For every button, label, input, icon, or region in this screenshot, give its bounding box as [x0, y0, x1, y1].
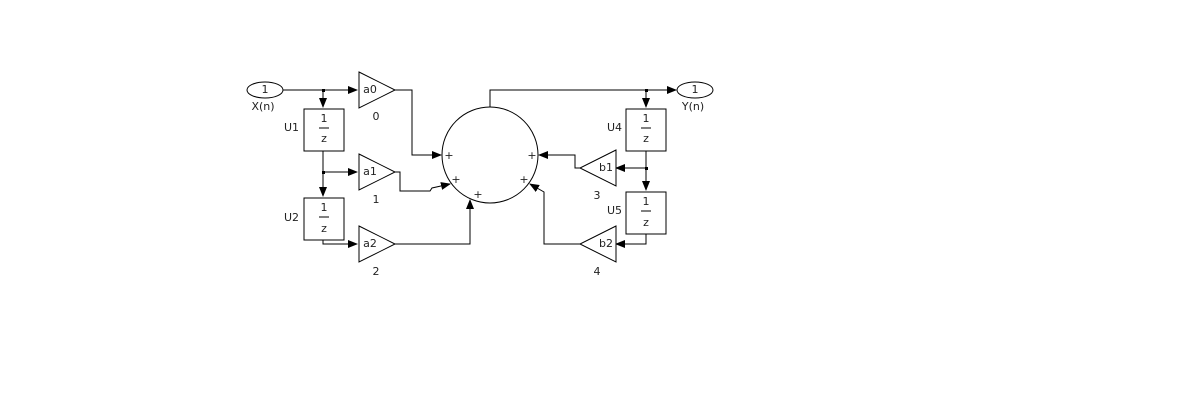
delay-label: U4 — [607, 121, 622, 134]
sum-sign: + — [444, 149, 453, 162]
delay-num: 1 — [643, 112, 650, 125]
delay-block-u2[interactable]: 1 z U2 — [284, 197, 345, 241]
gain-index: 0 — [373, 110, 380, 123]
wire-a1-to-sum — [395, 171, 451, 192]
inport-x[interactable]: 1 X(n) — [246, 81, 284, 113]
outport-label: Y(n) — [681, 100, 704, 113]
gain-index: 1 — [373, 193, 380, 206]
gain-label: a0 — [363, 83, 377, 96]
gain-block-a0[interactable]: a0 0 — [358, 71, 397, 123]
delay-num: 1 — [321, 112, 328, 125]
delay-num: 1 — [643, 195, 650, 208]
sum-sign: + — [451, 173, 460, 186]
gain-label: b2 — [599, 237, 613, 250]
delay-block-u5[interactable]: 1 z U5 — [607, 191, 667, 235]
gain-label: b1 — [599, 161, 613, 174]
gain-block-a1[interactable]: a1 1 — [358, 153, 397, 206]
wire-b2-to-sum — [529, 183, 580, 245]
wire-b1-to-sum — [538, 151, 580, 169]
gain-block-a2[interactable]: a2 2 — [358, 225, 397, 278]
inport-number: 1 — [262, 83, 269, 96]
signal-lines — [283, 86, 677, 248]
gain-index: 2 — [373, 265, 380, 278]
sum-block[interactable]: + + + + + — [441, 106, 539, 204]
delay-den: z — [321, 132, 327, 145]
outport-number: 1 — [692, 83, 699, 96]
delay-block-u1[interactable]: 1 z U1 — [284, 108, 345, 152]
gain-index: 4 — [594, 265, 601, 278]
outport-y[interactable]: 1 Y(n) — [676, 81, 714, 113]
inport-label: X(n) — [251, 100, 274, 113]
delay-block-u4[interactable]: 1 z U4 — [607, 108, 667, 152]
gain-block-b2[interactable]: b2 4 — [578, 225, 617, 278]
wire-a2-to-sum — [395, 199, 474, 245]
delay-label: U1 — [284, 121, 299, 134]
gain-block-b1[interactable]: b1 3 — [578, 149, 617, 202]
delay-den: z — [643, 216, 649, 229]
gain-label: a1 — [363, 165, 377, 178]
delay-den: z — [643, 132, 649, 145]
delay-den: z — [321, 222, 327, 235]
gain-label: a2 — [363, 237, 377, 250]
wire-u5-to-b2 — [615, 234, 647, 248]
gain-index: 3 — [594, 189, 601, 202]
delay-label: U5 — [607, 204, 622, 217]
sum-sign: + — [527, 149, 536, 162]
sum-sign: + — [473, 188, 482, 201]
wire-u2-to-a2 — [322, 240, 358, 248]
wire-sum-to-y — [489, 86, 677, 107]
delay-label: U2 — [284, 211, 299, 224]
delay-num: 1 — [321, 201, 328, 214]
sum-sign: + — [519, 173, 528, 186]
wire-a0-to-sum — [395, 89, 442, 159]
